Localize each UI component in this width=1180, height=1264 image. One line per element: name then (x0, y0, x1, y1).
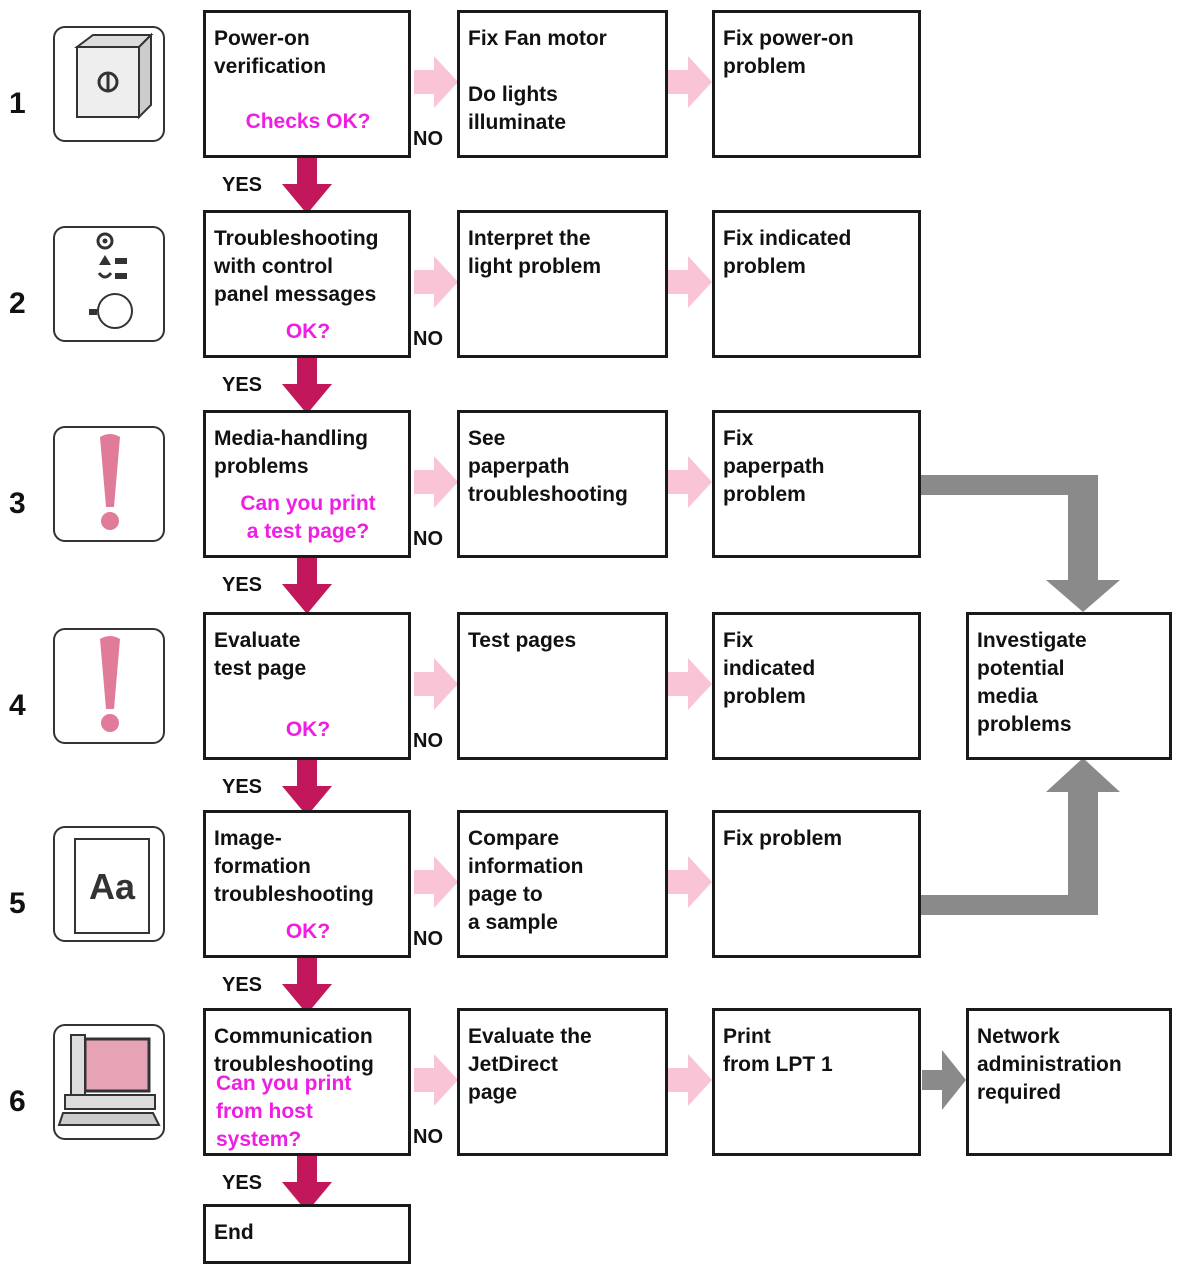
end-box: End (203, 1204, 411, 1264)
step-middle-box: See paperpath troubleshooting (457, 410, 668, 558)
step-middle-text: Evaluate the JetDirect page (468, 1025, 592, 1104)
step-number: 1 (9, 87, 26, 120)
power-switch-icon (53, 26, 165, 142)
sample-print-text: Aa (89, 866, 136, 907)
network-text: Network administration required (977, 1025, 1122, 1104)
right-arrow-main-to-middle (414, 256, 458, 308)
no-label: NO (413, 128, 443, 150)
end-text: End (214, 1221, 254, 1244)
control-panel-icon (53, 226, 165, 342)
right-arrow-middle-to-right (668, 1054, 712, 1106)
no-label: NO (413, 730, 443, 752)
step-right-box: Fix indicated problem (712, 612, 921, 760)
right-arrow-main-to-middle (414, 56, 458, 108)
step-main-text: Power-on verification (214, 27, 327, 78)
step-question: Checks OK? (245, 110, 371, 133)
right-arrow-middle-to-right (668, 856, 712, 908)
step-middle-text: Test pages (468, 629, 577, 652)
step-question: OK? (285, 718, 331, 741)
step-middle-text: See paperpath troubleshooting (468, 427, 628, 506)
step-main-box: Communication troubleshooting (203, 1008, 411, 1156)
step-middle-text: Interpret the light problem (468, 227, 601, 278)
step-right-box: Fix paperpath problem (712, 410, 921, 558)
step-main-box: Media-handling problems (203, 410, 411, 558)
exclamation-icon (53, 628, 165, 744)
step-main-text: Evaluate test page (214, 629, 307, 680)
step-middle-box: Fix Fan motor Do lights illuminate (457, 10, 668, 158)
step-middle-text: Fix Fan motor Do lights illuminate (468, 27, 607, 134)
yes-label: YES (222, 776, 263, 798)
yes-label: YES (222, 1172, 263, 1194)
computer-icon (53, 1024, 165, 1140)
step-right-box: Fix power-on problem (712, 10, 921, 158)
no-label: NO (413, 1126, 443, 1148)
gray-arrow-step5-to-investigate (920, 758, 1120, 915)
down-arrow-yes (282, 1156, 332, 1212)
step-right-text: Fix problem (723, 827, 843, 850)
down-arrow-yes (282, 358, 332, 414)
step-right-text: Fix paperpath problem (723, 427, 825, 506)
step-main-text: Image- formation troubleshooting (214, 827, 374, 906)
exclamation-icon (53, 426, 165, 542)
step-question: OK? (285, 920, 331, 943)
down-arrow-yes (282, 760, 332, 816)
step-right-box: Print from LPT 1 (712, 1008, 921, 1156)
investigate-box: Investigate potential media problems (966, 612, 1172, 760)
investigate-text: Investigate potential media problems (977, 629, 1087, 736)
step-question: OK? (285, 320, 331, 343)
right-arrow-middle-to-right (668, 256, 712, 308)
step-question: Can you print from host system? (216, 1072, 352, 1151)
step-number: 6 (9, 1085, 26, 1118)
yes-label: YES (222, 174, 263, 196)
step-middle-text: Compare information page to a sample (468, 827, 584, 934)
network-box: Network administration required (966, 1008, 1172, 1156)
yes-label: YES (222, 574, 263, 596)
step-question: Can you print a test page? (240, 492, 376, 543)
step-right-text: Fix indicated problem (723, 227, 852, 278)
step-right-text: Print from LPT 1 (723, 1025, 833, 1076)
step-middle-box: Interpret the light problem (457, 210, 668, 358)
right-arrow-middle-to-right (668, 56, 712, 108)
right-arrow-main-to-middle (414, 658, 458, 710)
step-right-box: Fix indicated problem (712, 210, 921, 358)
step-main-box: Power-on verification (203, 10, 411, 158)
step-main-box: Image- formation troubleshooting (203, 810, 411, 958)
step-middle-box: Test pages (457, 612, 668, 760)
no-label: NO (413, 928, 443, 950)
down-arrow-yes (282, 158, 332, 214)
yes-label: YES (222, 974, 263, 996)
down-arrow-yes (282, 558, 332, 614)
right-arrow-main-to-middle (414, 1054, 458, 1106)
step-right-text: Fix power-on problem (723, 27, 854, 78)
step-right-box: Fix problem (712, 810, 921, 958)
gray-arrow-lpt-to-network (922, 1050, 966, 1110)
step-middle-box: Evaluate the JetDirect page (457, 1008, 668, 1156)
down-arrow-yes (282, 958, 332, 1014)
step-main-box: Evaluate test page (203, 612, 411, 760)
step-main-text: Media-handling problems (214, 427, 368, 478)
step-number: 2 (9, 287, 26, 320)
print-sample-icon: Aa (53, 826, 165, 942)
right-arrow-main-to-middle (414, 456, 458, 508)
step-number: 3 (9, 487, 26, 520)
step-middle-box: Compare information page to a sample (457, 810, 668, 958)
step-number: 5 (9, 887, 26, 920)
right-arrow-middle-to-right (668, 456, 712, 508)
step-main-box: Troubleshooting with control panel messa… (203, 210, 411, 358)
step-number: 4 (9, 689, 26, 722)
step-right-text: Fix indicated problem (723, 629, 816, 708)
no-label: NO (413, 528, 443, 550)
step-main-text: Troubleshooting with control panel messa… (214, 227, 379, 306)
step-main-text: Communication troubleshooting (214, 1025, 374, 1076)
right-arrow-main-to-middle (414, 856, 458, 908)
no-label: NO (413, 328, 443, 350)
right-arrow-middle-to-right (668, 658, 712, 710)
yes-label: YES (222, 374, 263, 396)
gray-arrow-step3-to-investigate (920, 475, 1120, 612)
